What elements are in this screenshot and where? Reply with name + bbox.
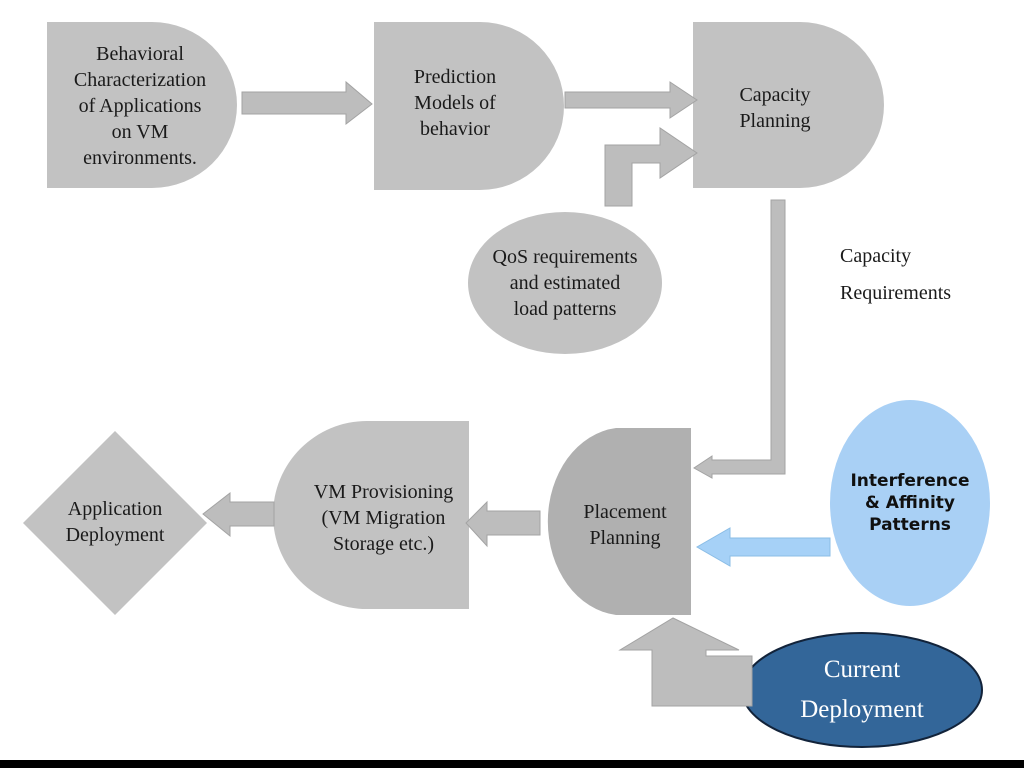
arrow-behavioral-to-prediction: [241, 80, 373, 126]
vm-provisioning-node: [273, 421, 469, 609]
placement-label: Placement Planning: [583, 501, 667, 549]
prediction-node: [374, 22, 564, 190]
arrow-interference-to-placement: [695, 527, 831, 567]
capacity-planning-node: [693, 22, 884, 188]
arrow-capacity-to-placement: [693, 199, 786, 479]
arrow-prediction-to-capacity: [564, 81, 698, 119]
arrow-vm-to-application: [202, 491, 275, 538]
interference-node: [830, 400, 990, 606]
behavioral-label: Behavioral Characterization of Applicati…: [73, 43, 207, 169]
arrow-current-to-placement: [618, 617, 753, 707]
bottom-bar: [0, 760, 1024, 768]
current-deployment-label: Current Deployment: [800, 656, 924, 723]
interference-label: Interference & Affinity Patterns: [850, 471, 970, 535]
arrow-qos-to-capacity: [604, 127, 698, 207]
prediction-label: Prediction Models of behavior: [413, 66, 497, 140]
placement-node: [547, 428, 691, 615]
capacity-planning-label: Capacity Planning: [739, 84, 811, 132]
vm-provisioning-label: VM Provisioning (VM Migration Storage et…: [313, 480, 454, 555]
behavioral-node: [47, 22, 237, 188]
capacity-requirements-label: Capacity Requirements: [840, 245, 952, 304]
application-deployment-node: [23, 431, 207, 615]
qos-label: QoS requirements and estimated load patt…: [492, 246, 638, 320]
arrow-placement-to-vm: [465, 500, 541, 548]
application-deployment-label: Application Deployment: [65, 498, 165, 546]
qos-node: [468, 212, 662, 354]
